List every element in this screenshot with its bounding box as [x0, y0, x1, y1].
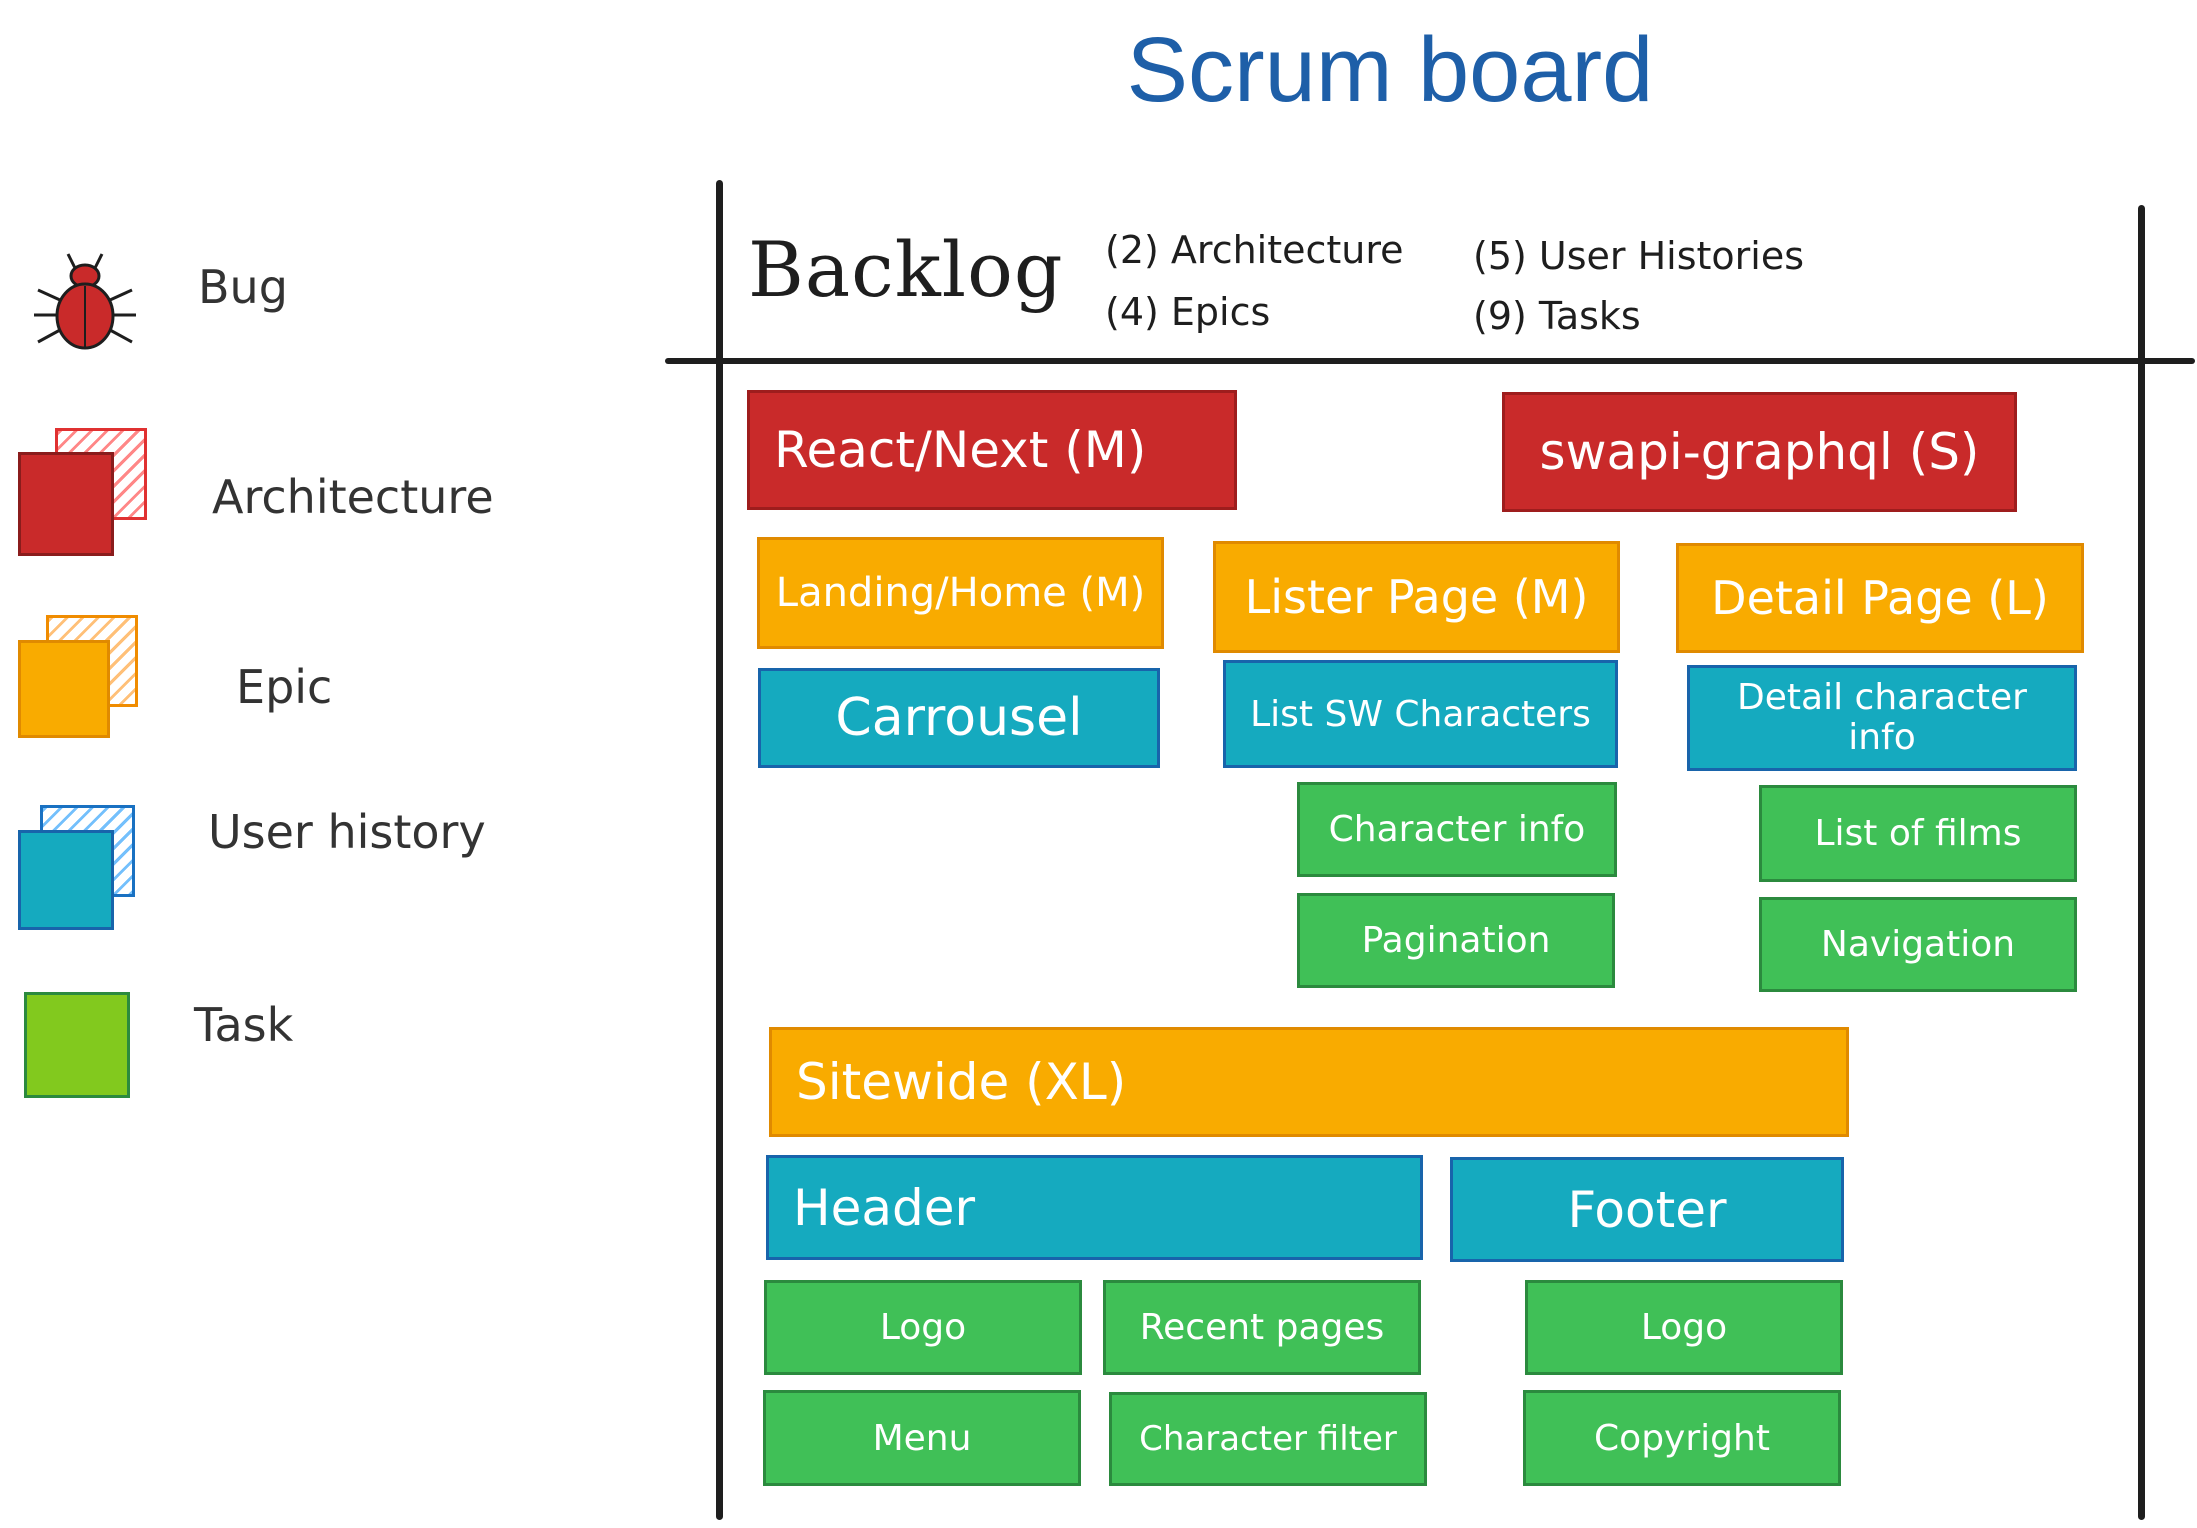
- legend-bug-label: Bug: [198, 260, 288, 314]
- board-right-border: [2138, 205, 2145, 1520]
- legend: Bug Architecture Epic User history Task: [0, 230, 560, 1130]
- card-landing-home[interactable]: Landing/Home (M): [757, 537, 1164, 649]
- legend-epic-label: Epic: [236, 660, 333, 714]
- bug-icon: [34, 253, 136, 350]
- board-left-border: [716, 180, 723, 1520]
- backlog-heading: Backlog: [748, 225, 1064, 314]
- card-pagination[interactable]: Pagination: [1297, 893, 1615, 988]
- card-list-sw-characters[interactable]: List SW Characters: [1223, 660, 1618, 768]
- legend-user-history-label: User history: [208, 805, 486, 859]
- card-navigation[interactable]: Navigation: [1759, 897, 2077, 992]
- card-footer[interactable]: Footer: [1450, 1157, 1844, 1262]
- card-detail-page[interactable]: Detail Page (L): [1676, 543, 2084, 653]
- task-swatch-icon: [24, 992, 130, 1098]
- card-menu[interactable]: Menu: [763, 1390, 1081, 1486]
- board-header-divider: [665, 358, 2195, 364]
- count-architecture: (2) Architecture: [1105, 228, 1404, 272]
- card-logo-footer[interactable]: Logo: [1525, 1280, 1843, 1375]
- card-recent-pages[interactable]: Recent pages: [1103, 1280, 1421, 1375]
- card-list-of-films[interactable]: List of films: [1759, 785, 2077, 882]
- card-carrousel[interactable]: Carrousel: [758, 668, 1160, 768]
- card-copyright[interactable]: Copyright: [1523, 1390, 1841, 1486]
- legend-task-label: Task: [194, 998, 294, 1052]
- card-character-info[interactable]: Character info: [1297, 782, 1617, 877]
- card-header[interactable]: Header: [766, 1155, 1423, 1260]
- card-sitewide[interactable]: Sitewide (XL): [769, 1027, 1849, 1137]
- card-swapi-graphql[interactable]: swapi-graphql (S): [1502, 392, 2017, 512]
- page-title: Scrum board: [1126, 19, 1654, 121]
- card-logo-header[interactable]: Logo: [764, 1280, 1082, 1375]
- legend-architecture-label: Architecture: [212, 470, 494, 524]
- card-character-filter[interactable]: Character filter: [1109, 1392, 1427, 1486]
- card-detail-character-info[interactable]: Detail character info: [1687, 665, 2077, 771]
- card-react-next[interactable]: React/Next (M): [747, 390, 1237, 510]
- card-lister-page[interactable]: Lister Page (M): [1213, 541, 1620, 653]
- count-epics: (4) Epics: [1105, 290, 1271, 334]
- count-user-histories: (5) User Histories: [1473, 234, 1805, 278]
- count-tasks: (9) Tasks: [1473, 294, 1641, 338]
